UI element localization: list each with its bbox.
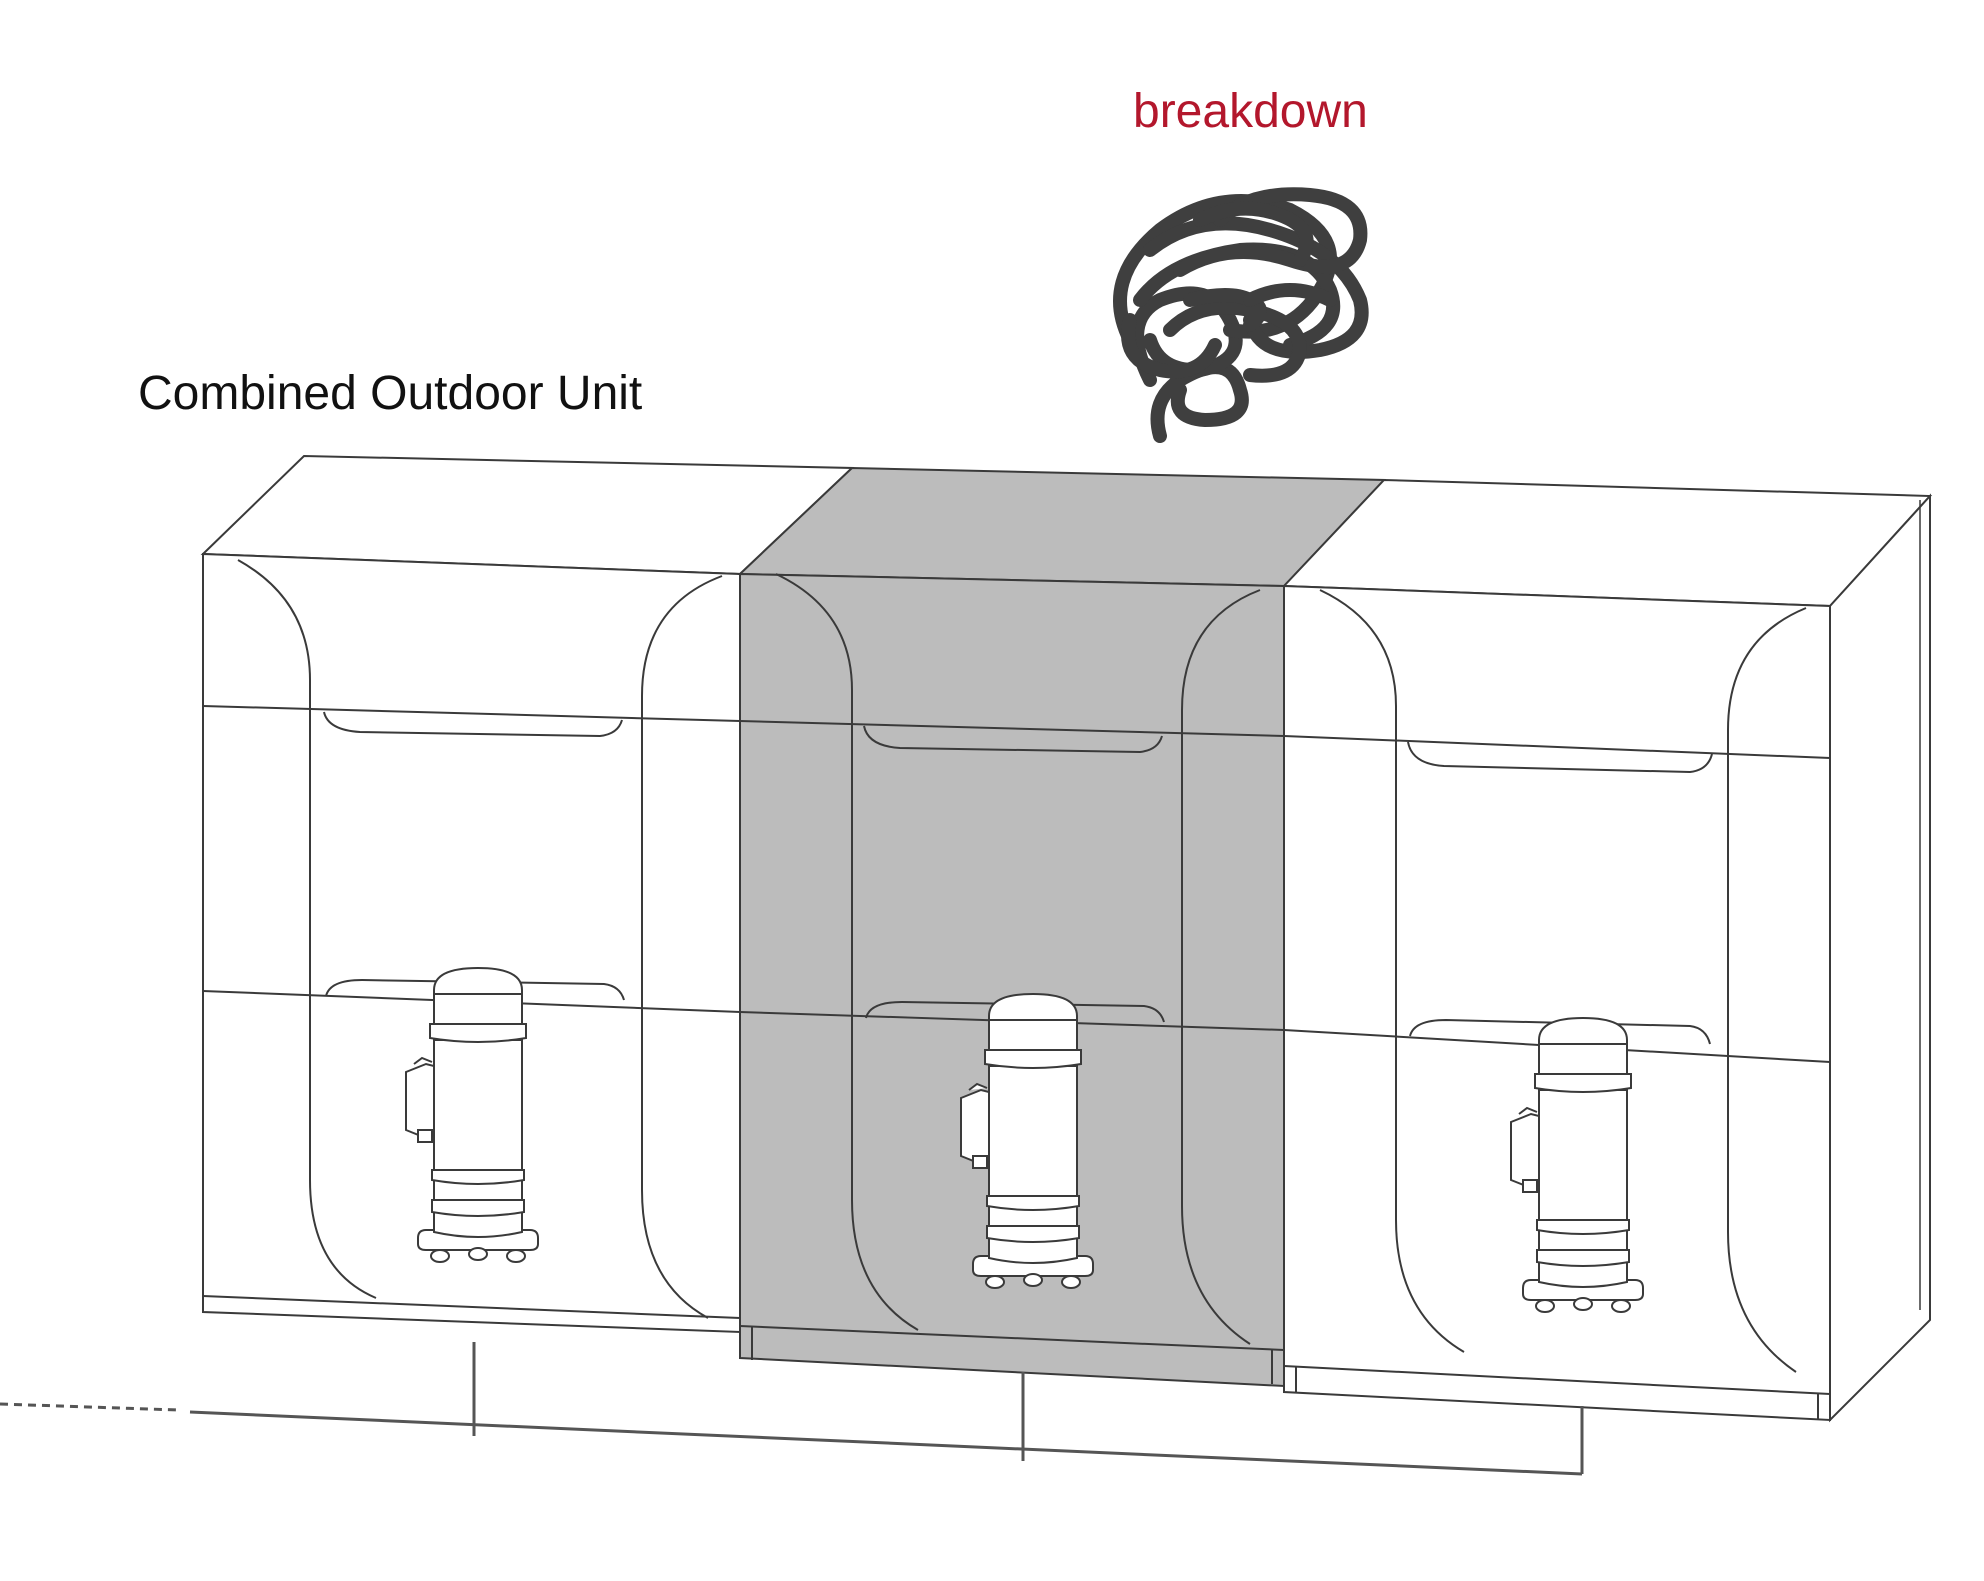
breakdown-label: breakdown <box>1133 85 1368 138</box>
module-center-breakdown <box>737 466 1387 1388</box>
module-left <box>200 454 855 1334</box>
unit-title: Combined Outdoor Unit <box>138 367 643 420</box>
breakdown-scribble-icon <box>1113 187 1369 443</box>
module-right <box>1281 478 1933 1423</box>
refrigerant-piping <box>0 1342 1584 1476</box>
